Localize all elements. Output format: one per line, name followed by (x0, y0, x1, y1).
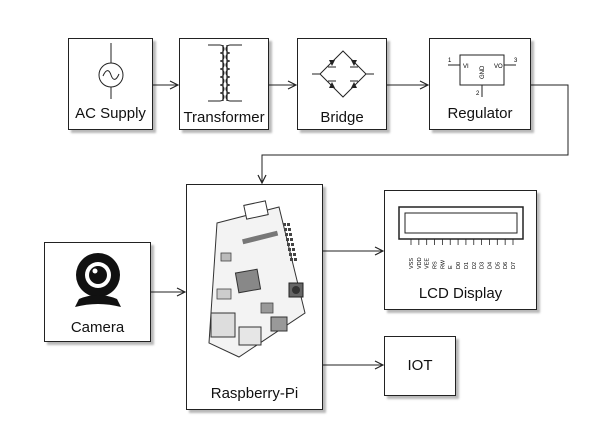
lcd-pin-label: E (448, 265, 454, 269)
lcd-pin-label: VSS (409, 258, 415, 269)
camera-label: Camera (70, 319, 125, 336)
lcd-pin-label: D3 (480, 262, 486, 269)
lcd-pin-label: D4 (487, 262, 493, 269)
lcd-pin-label: D7 (511, 262, 517, 269)
camera-block: Camera (44, 242, 151, 342)
iot-label: IOT (407, 357, 433, 374)
lcd-pin-label: D5 (495, 262, 501, 269)
regulator-pin-1: 1 (448, 58, 452, 64)
lcd-pin-label: D0 (456, 262, 462, 269)
transformer-coil-icon (208, 44, 242, 102)
regulator-pin-3: 3 (514, 58, 518, 64)
lcd-pin-label: D6 (503, 262, 509, 269)
ac-source-icon (98, 43, 124, 99)
voltage-regulator-icon: VI VO GND 1 3 2 (448, 54, 518, 97)
bridge-block: Bridge (297, 38, 387, 130)
transformer-label: Transformer (183, 109, 265, 126)
lcd-pin-label: D2 (472, 262, 478, 269)
lcd-pin-label: VDD (417, 257, 423, 269)
regulator-block: VI VO GND 1 3 2 Regulator (429, 38, 531, 130)
regulator-pin-vi: VI (463, 64, 469, 70)
bridge-label: Bridge (320, 109, 364, 126)
regulator-label: Regulator (447, 105, 513, 122)
regulator-pin-gnd: GND (480, 65, 486, 79)
regulator-pin-vo: VO (494, 64, 503, 70)
lcd-pin-label: RS (433, 261, 439, 269)
bridge-rectifier-icon (312, 50, 374, 98)
raspberry-pi-board-icon (208, 200, 306, 358)
lcd-pin-label: VEE (425, 258, 431, 269)
webcam-icon (75, 253, 121, 307)
iot-block: IOT (384, 336, 456, 396)
raspberry-pi-label: Raspberry-Pi (210, 385, 299, 402)
transformer-block: Transformer (179, 38, 269, 130)
regulator-pin-2: 2 (476, 91, 480, 97)
ac-supply-label: AC Supply (75, 105, 146, 122)
ac-supply-block: AC Supply (68, 38, 153, 130)
lcd-display-label: LCD Display (418, 285, 503, 302)
arrow-regulator-to-raspberry-pi (262, 84, 569, 183)
lcd-pin-label: RW (440, 259, 446, 269)
lcd-pin-label: D1 (464, 262, 470, 269)
raspberry-pi-block: Raspberry-Pi (186, 184, 323, 410)
